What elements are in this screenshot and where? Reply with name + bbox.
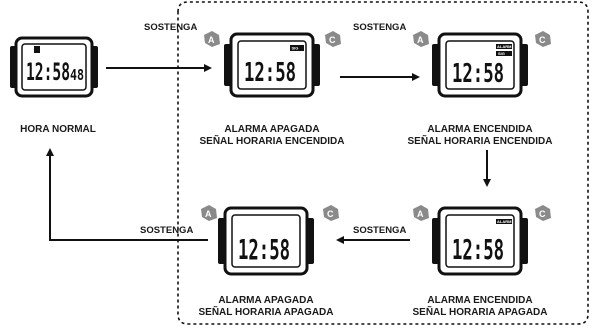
time-display: 12:58	[26, 58, 70, 86]
time-display: 12:58	[452, 233, 504, 266]
svg-text:SIG: SIG	[292, 46, 299, 51]
button-a-icon: A	[413, 31, 429, 47]
state-label-normal: HORA NORMAL	[20, 124, 96, 135]
signal-indicator-icon	[496, 51, 512, 56]
svg-text:C: C	[327, 209, 334, 219]
svg-text:A: A	[417, 35, 424, 45]
svg-text:C: C	[539, 35, 546, 45]
button-a-icon: A	[201, 205, 217, 221]
state-label-alarm-off-signal-on: ALARMA APAGADA SEÑAL HORARIA ENCENDIDA	[199, 124, 345, 147]
button-c-icon: C	[535, 205, 551, 221]
svg-text:A: A	[205, 209, 212, 219]
svg-text:A: A	[417, 209, 424, 219]
button-c-icon: C	[323, 205, 339, 221]
dashed-region	[177, 1, 589, 325]
state-label-alarm-on-signal-off: ALARMA ENCENDIDA SEÑAL HORARIA APAGADA	[412, 295, 548, 318]
svg-text:C: C	[329, 35, 336, 45]
time-display: 12:58	[452, 59, 504, 89]
watch-alarm-off-signal-on: SIG 12:58	[222, 32, 322, 98]
time-display: 12:58	[238, 233, 290, 266]
arrow-state4-to-normal	[46, 148, 208, 241]
alarm-indicator-icon	[496, 44, 512, 49]
hold-label: SOSTENGA	[353, 22, 407, 33]
button-a-icon: A	[413, 205, 429, 221]
hold-label: SOSTENGA	[144, 22, 198, 33]
svg-text:A: A	[208, 35, 215, 45]
watch-alarm-off-signal-off: 12:58	[216, 206, 316, 276]
time-display: 12:58	[244, 58, 296, 88]
button-a-icon: A	[204, 31, 220, 47]
svg-text:C: C	[539, 209, 546, 219]
button-c-icon: C	[325, 31, 341, 47]
watch-normal-time: 12:58 48	[8, 36, 100, 98]
alarm-indicator-icon	[496, 219, 512, 224]
svg-text:ALARM: ALARM	[497, 44, 512, 49]
hold-label: SOSTENGA	[353, 225, 407, 236]
svg-text:SIG: SIG	[498, 51, 505, 56]
state-label-alarm-on-signal-on: ALARMA ENCENDIDA SEÑAL HORARIA ENCENDIDA	[407, 124, 553, 147]
hold-label: SOSTENGA	[140, 225, 194, 236]
svg-text:ALARM: ALARM	[497, 219, 512, 224]
state-label-alarm-off-signal-off: ALARMA APAGADA SEÑAL HORARIA APAGADA	[198, 295, 334, 318]
button-c-icon: C	[535, 31, 551, 47]
mode-indicator-icon	[34, 46, 40, 53]
seconds-display: 48	[70, 66, 84, 84]
signal-indicator-icon	[290, 45, 304, 51]
watch-alarm-on-signal-on: ALARM SIG 12:58	[430, 32, 530, 98]
watch-alarm-on-signal-off: ALARM 12:58	[430, 206, 530, 276]
